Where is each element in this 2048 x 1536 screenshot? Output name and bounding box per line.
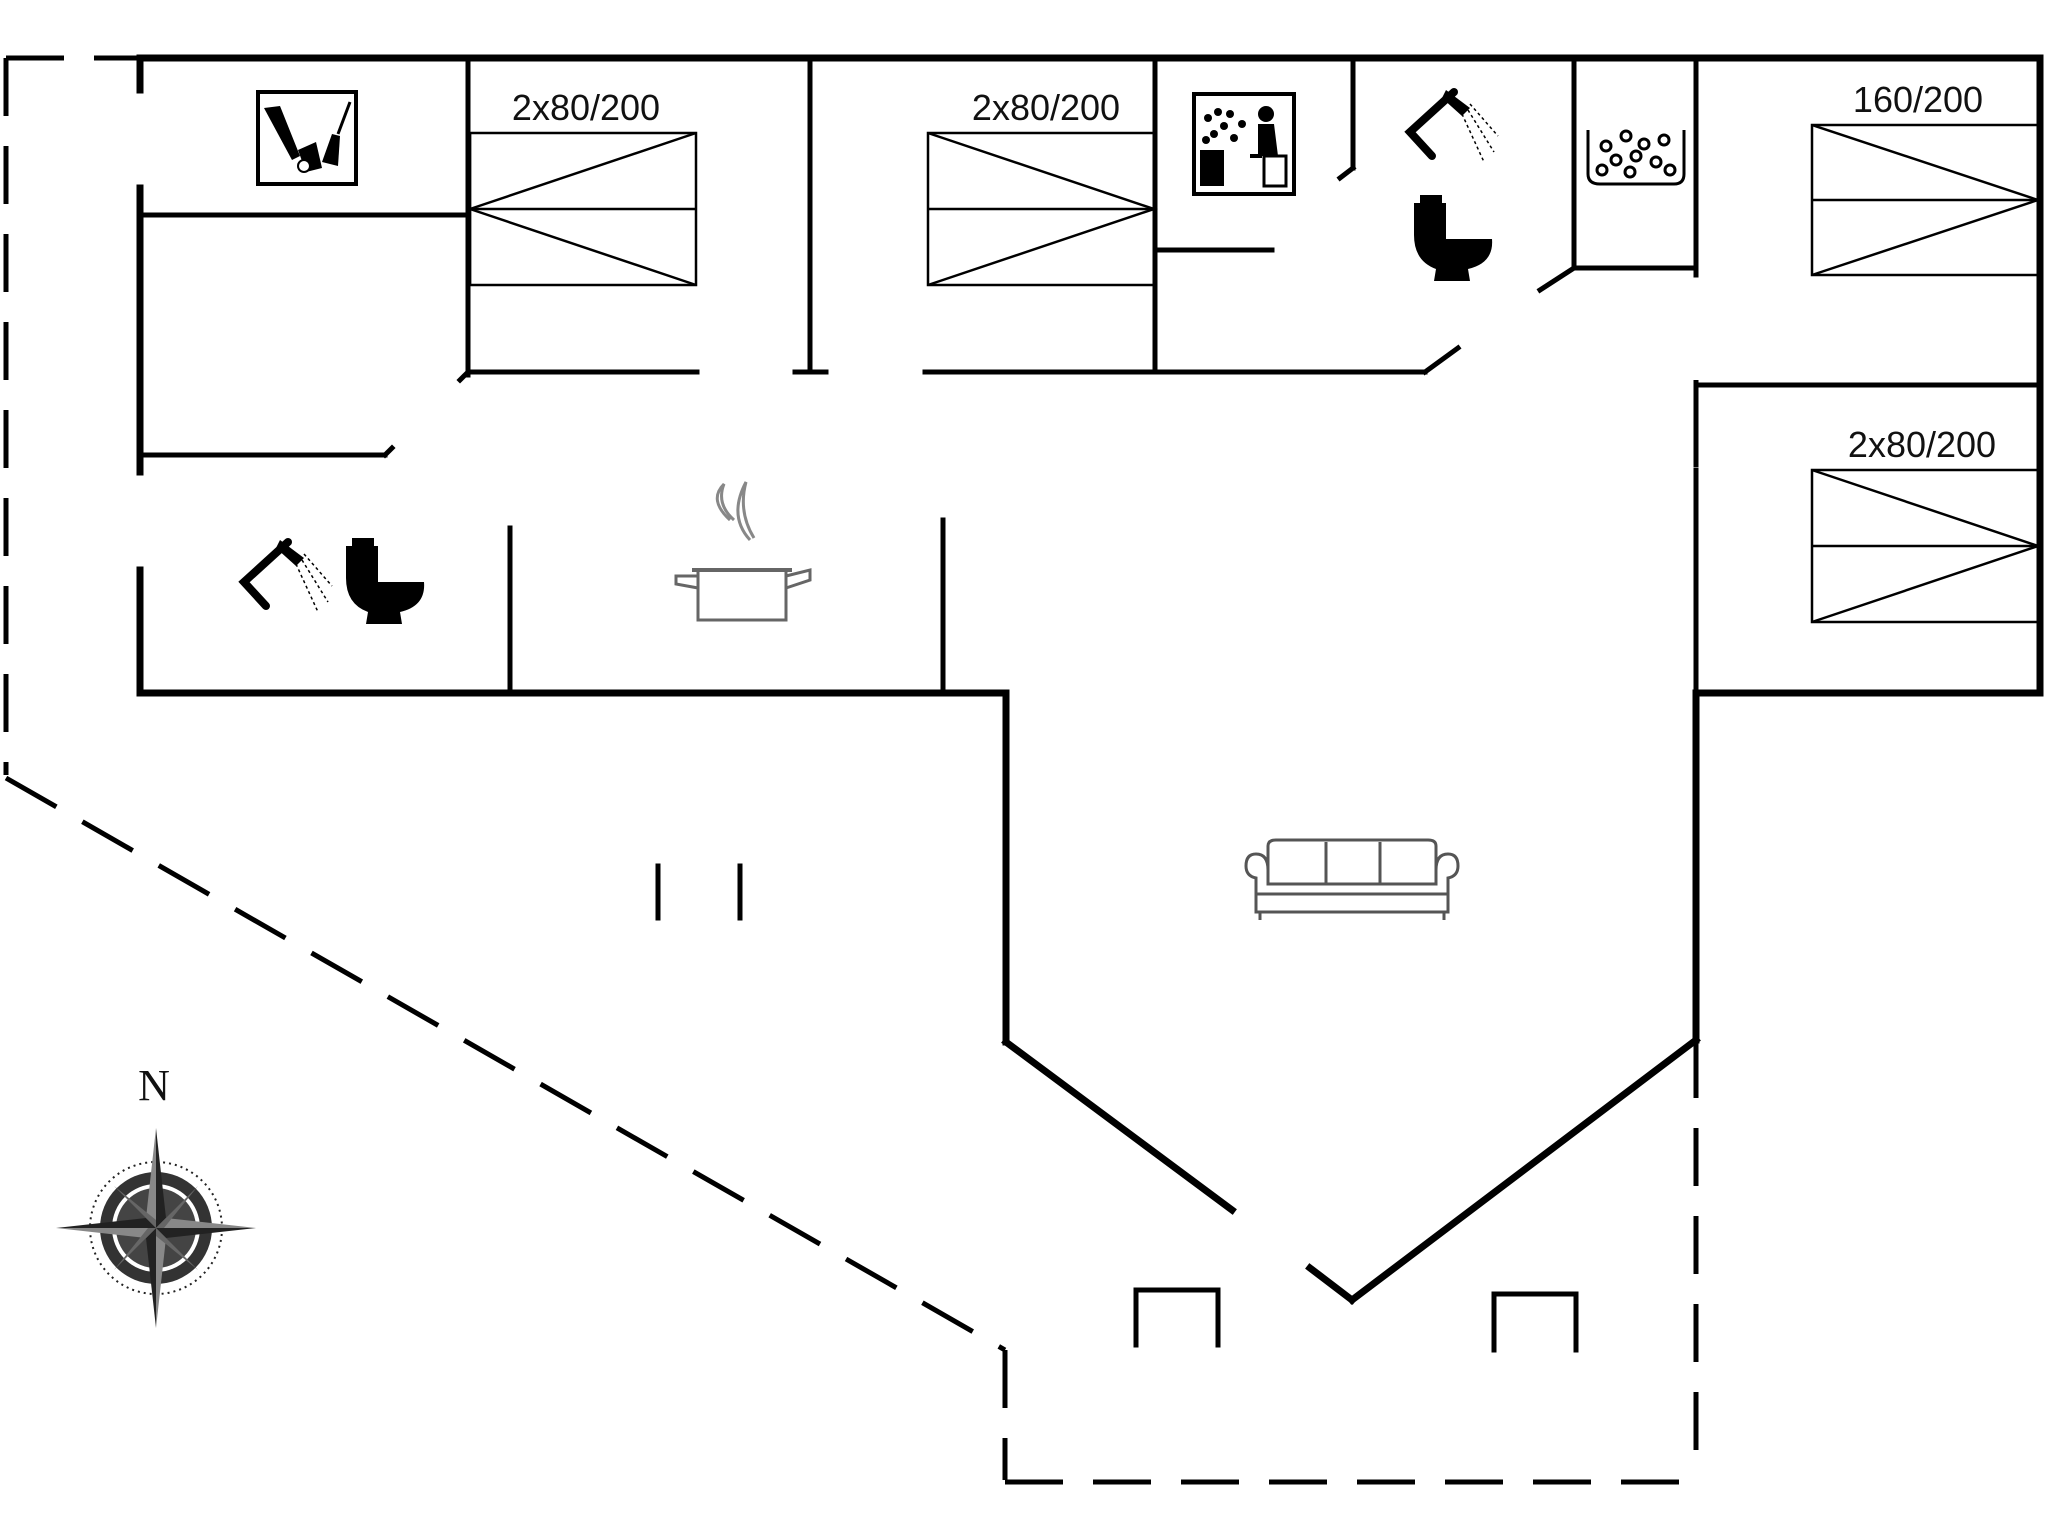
compass-rose-icon (56, 1128, 256, 1328)
bed-label-bedroom-2: 2x80/200 (972, 87, 1120, 128)
cooking-pot-icon (674, 481, 812, 622)
bed-label-bedroom-4: 2x80/200 (1848, 424, 1996, 465)
north-label: N (138, 1061, 170, 1110)
sofa-icon (1244, 838, 1460, 920)
bed-bedroom-3 (1810, 123, 2042, 277)
toilet-icon (346, 538, 425, 624)
exterior-walls (136, 54, 2044, 1305)
shower-icon (1404, 88, 1499, 163)
bed-bedroom-2 (926, 131, 1158, 287)
shower-icon (238, 538, 333, 613)
whirlpool-icon (1586, 129, 1686, 186)
bed-bedroom-4 (1810, 468, 2042, 624)
bed-label-bedroom-1: 2x80/200 (512, 87, 660, 128)
sauna-icon (1192, 92, 1296, 196)
bed-label-bedroom-3: 160/200 (1853, 79, 1983, 120)
interior-walls (137, 55, 2043, 1353)
bed-bedroom-1 (468, 131, 698, 287)
washing-machine-icon (256, 90, 358, 186)
toilet-icon (1414, 195, 1493, 281)
